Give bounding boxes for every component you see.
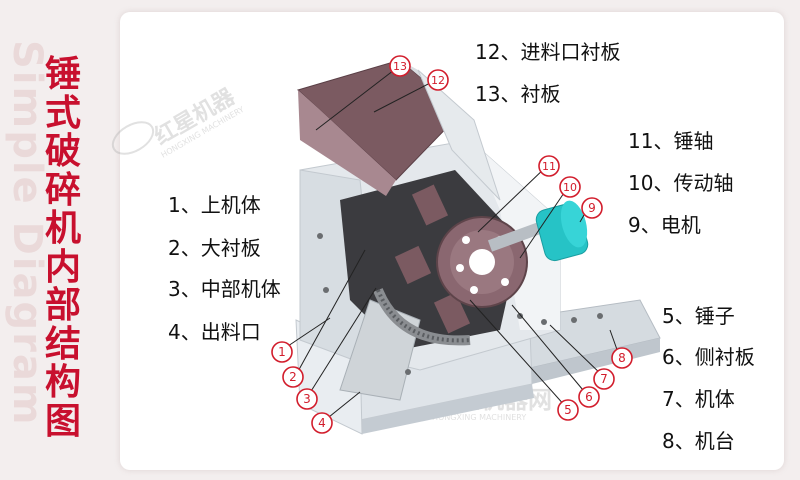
marker-13: 13 (389, 55, 411, 77)
part-label-8: 8、机台 (662, 429, 735, 453)
svg-text:6: 6 (585, 390, 593, 404)
bottom-watermark-sub: HONGXING MACHINERY (432, 413, 526, 422)
background-watermark: Simple Diagram (4, 40, 50, 427)
part-label-11: 11、锤轴 (628, 129, 714, 153)
marker-4: 4 (311, 412, 333, 434)
marker-5: 5 (557, 399, 579, 421)
part-label-2: 2、大衬板 (168, 236, 261, 260)
leader-lines (284, 66, 621, 422)
svg-text:1: 1 (278, 345, 286, 359)
marker-11: 11 (538, 155, 560, 177)
svg-text:7: 7 (600, 372, 608, 386)
marker-12: 12 (427, 69, 449, 91)
part-label-5: 5、锤子 (662, 304, 735, 328)
marker-3: 3 (296, 388, 318, 410)
marker-7: 7 (593, 368, 615, 390)
part-label-4: 4、出料口 (168, 320, 261, 344)
svg-text:9: 9 (588, 201, 596, 215)
part-label-7: 7、机体 (662, 387, 735, 411)
svg-text:2: 2 (289, 370, 297, 384)
svg-text:10: 10 (563, 181, 577, 194)
svg-text:4: 4 (318, 416, 326, 430)
part-label-1: 1、上机体 (168, 193, 261, 217)
part-label-9: 9、电机 (628, 213, 701, 237)
svg-text:11: 11 (542, 160, 556, 173)
svg-text:5: 5 (564, 403, 572, 417)
marker-1: 1 (271, 341, 293, 363)
part-label-12: 12、进料口衬板 (475, 40, 621, 64)
marker-8: 8 (611, 347, 633, 369)
page-title: 锤式破碎机内部结构图 (44, 54, 81, 442)
marker-10: 10 (559, 176, 581, 198)
marker-6: 6 (578, 386, 600, 408)
svg-text:12: 12 (431, 74, 445, 87)
marker-9: 9 (581, 197, 603, 219)
part-label-3: 3、中部机体 (168, 277, 281, 301)
svg-text:13: 13 (393, 60, 407, 73)
part-label-10: 10、传动轴 (628, 171, 734, 195)
svg-text:8: 8 (618, 351, 626, 365)
part-label-6: 6、侧衬板 (662, 345, 755, 369)
part-label-13: 13、衬板 (475, 82, 561, 106)
motor (535, 200, 589, 262)
part-markers: 1 2 3 4 5 6 7 8 9 10 11 12 13 (271, 55, 633, 434)
marker-2: 2 (282, 366, 304, 388)
svg-text:3: 3 (303, 392, 311, 406)
